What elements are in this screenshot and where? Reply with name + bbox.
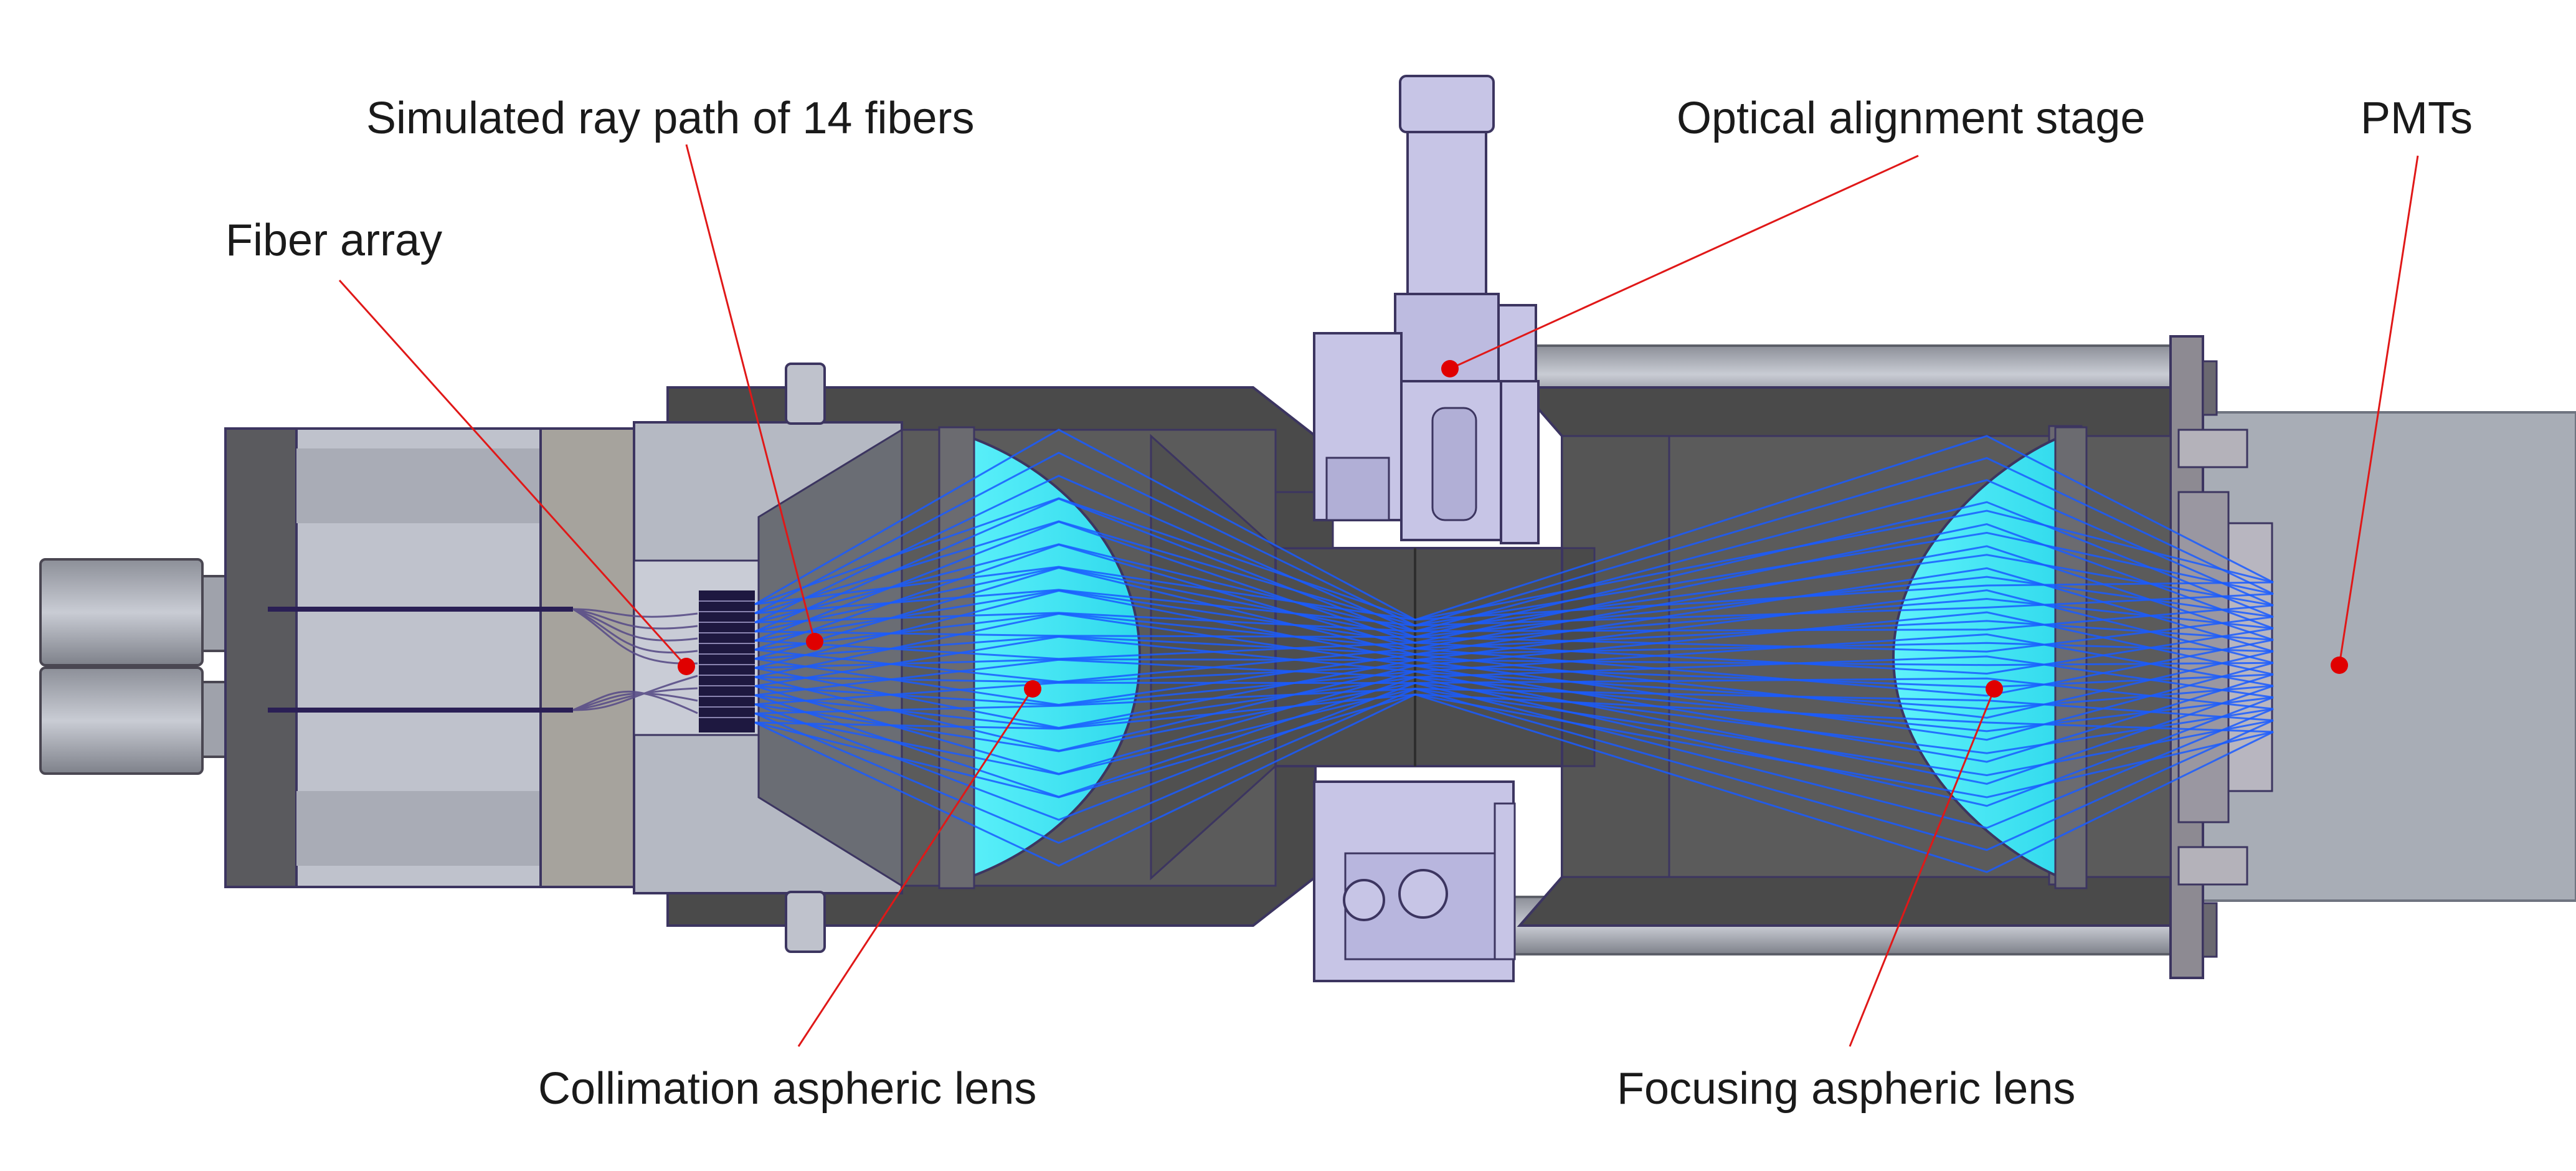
leader-fiber-array — [338, 279, 688, 668]
label-alignment-stage: Optical alignment stage — [1677, 93, 2146, 143]
fiber-ferrules — [699, 590, 755, 732]
label-fiber-array: Fiber array — [225, 216, 443, 265]
ray-line — [754, 633, 2274, 775]
collimation-lens-retainer — [938, 426, 975, 889]
leader-focusing-lens — [1849, 688, 1996, 1047]
marker-pmts — [2331, 657, 2348, 674]
marker-focusing-lens — [1986, 680, 2003, 698]
label-pmts: PMTs — [2361, 93, 2473, 143]
leader-ray-path — [685, 144, 816, 642]
leader-pmts — [2338, 155, 2419, 666]
ray-line — [754, 655, 2274, 798]
ray-paths — [754, 429, 2274, 873]
ray-line — [754, 688, 2274, 844]
leader-alignment-stage — [1449, 154, 1919, 370]
alignment-stage-bottom — [1313, 780, 1516, 982]
marker-alignment-stage — [1441, 360, 1459, 377]
ray-line — [754, 693, 2274, 867]
leader-lines — [338, 144, 2419, 1047]
marker-ray-path — [806, 633, 823, 650]
leader-collimation-lens — [797, 688, 1034, 1047]
label-ray-path: Simulated ray path of 14 fibers — [366, 93, 975, 143]
alignment-stage-top — [1313, 75, 1540, 544]
fiber-strands — [572, 608, 698, 714]
marker-collimation-lens — [1024, 680, 1041, 698]
label-focusing-lens: Focusing aspheric lens — [1617, 1064, 2076, 1114]
marker-fiber-array — [678, 658, 695, 675]
pmt-flange — [2169, 335, 2273, 979]
label-collimation-lens: Collimation aspheric lens — [538, 1064, 1037, 1114]
callout-markers — [678, 360, 2348, 698]
fiber-bundle — [268, 607, 573, 713]
ray-line — [754, 677, 2274, 821]
